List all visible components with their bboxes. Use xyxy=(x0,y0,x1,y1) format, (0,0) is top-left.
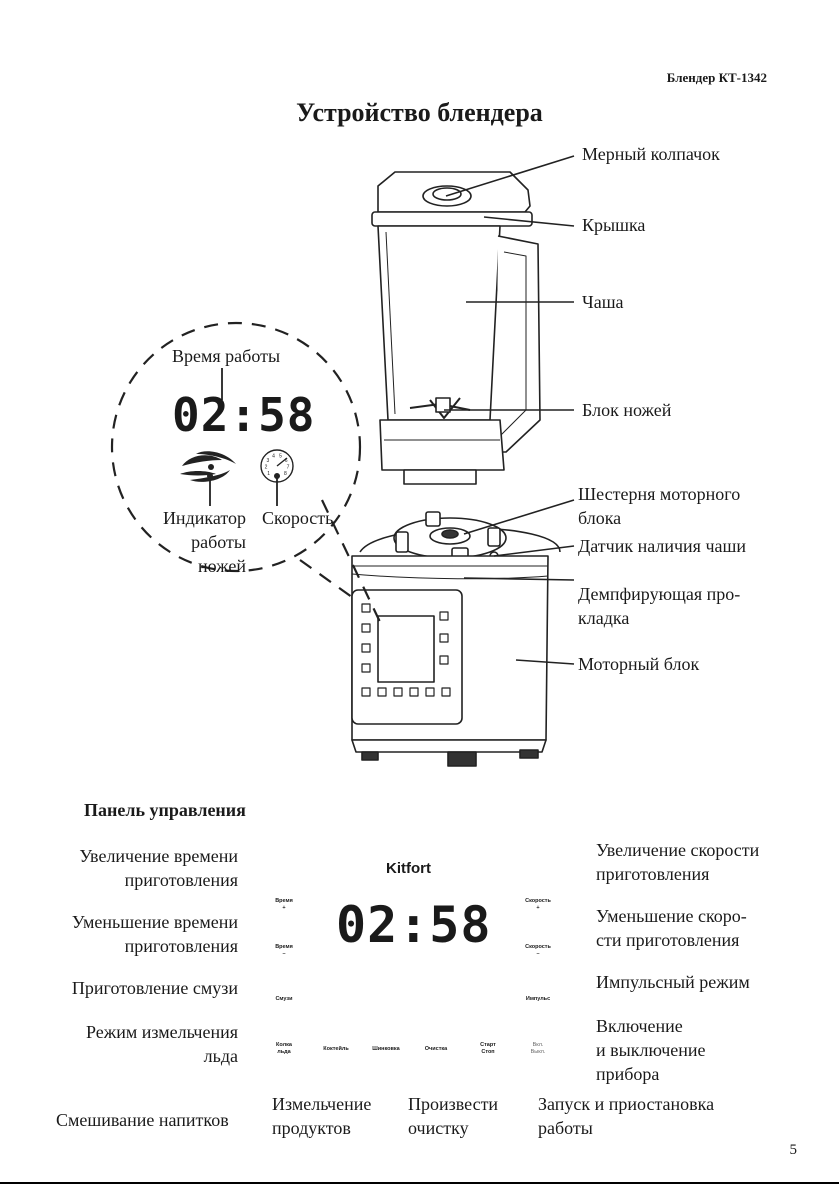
label-motor-gear: Шестерня моторного блока xyxy=(578,484,741,528)
zoom-display-time: 02:58 xyxy=(172,388,316,442)
chopper-button[interactable]: Шинковка xyxy=(372,1046,400,1052)
label-motor-unit: Моторный блок xyxy=(578,654,700,674)
label-bowl: Чаша xyxy=(582,292,624,312)
clean-button[interactable]: Очистка xyxy=(424,1046,448,1052)
speed-dial-digit: 7 xyxy=(287,465,290,471)
pulse-button[interactable]: Импульс xyxy=(525,996,551,1002)
zoom-work-time-label: Время работы xyxy=(172,346,281,366)
smoothie-button[interactable]: Смузи xyxy=(275,996,293,1002)
zoom-speed-label: Скорость xyxy=(262,508,334,528)
power-button[interactable]: Вкл.Выкл. xyxy=(530,1042,546,1055)
label-speed-decrease: Уменьшение скоро- сти приготовления xyxy=(596,906,747,950)
label-blade-block: Блок ножей xyxy=(582,400,672,420)
label-ice-mode: Режим измельчения льда xyxy=(86,1022,238,1066)
label-chop: Измельчение продуктов xyxy=(272,1094,372,1138)
speed-dial-digit: 4 xyxy=(272,454,275,460)
speed-plus-button[interactable]: Скорость+ xyxy=(525,898,551,911)
label-speed-increase: Увеличение скорости приготовления xyxy=(596,840,760,884)
knife-fan-icon xyxy=(180,451,236,482)
label-drinks: Смешивание напитков xyxy=(56,1110,229,1130)
document-header: Блендер КТ-1342 xyxy=(666,70,767,85)
label-power: Включение и выключение прибора xyxy=(596,1016,706,1084)
speed-dial-digit: 3 xyxy=(267,458,270,464)
label-start-stop: Запуск и приостановка работы xyxy=(538,1094,715,1138)
speed-dial-digit: 1 xyxy=(267,471,270,477)
zoom-knife-indicator-label: Индикатор работы ножей xyxy=(162,508,246,576)
label-smoothie: Приготовление смузи xyxy=(71,978,238,998)
time-plus-button[interactable]: Время+ xyxy=(275,898,293,911)
speed-minus-button[interactable]: Скорость– xyxy=(525,944,551,957)
speed-dial-digit: 8 xyxy=(284,471,287,477)
speed-dial-digit: 6 xyxy=(285,458,288,464)
speed-dial-digit: 2 xyxy=(265,465,268,471)
speed-dial-digit: 5 xyxy=(279,454,282,460)
label-clean: Произвести очистку xyxy=(408,1094,499,1138)
label-measuring-cap: Мерный колпачок xyxy=(582,144,720,164)
label-pulse: Импульсный режим xyxy=(596,972,750,992)
bottom-rule xyxy=(0,1182,839,1184)
label-time-decrease: Уменьшение времени приготовления xyxy=(71,912,238,956)
page-title: Устройство блендера xyxy=(296,98,543,127)
time-minus-button[interactable]: Время– xyxy=(275,944,293,957)
section-heading-control-panel: Панель управления xyxy=(84,800,246,820)
speed-dial-icon xyxy=(260,449,294,483)
cocktail-button[interactable]: Коктейль xyxy=(323,1046,349,1052)
panel-display-time: 02:58 xyxy=(336,896,492,954)
label-bowl-sensor: Датчик наличия чаши xyxy=(578,536,746,556)
page-number: 5 xyxy=(789,1142,798,1158)
label-damper: Демпфирующая про- кладка xyxy=(578,584,741,628)
panel-brand: Kitfort xyxy=(386,860,431,877)
label-time-increase: Увеличение времени приготовления xyxy=(79,846,238,890)
label-lid: Крышка xyxy=(582,215,646,235)
